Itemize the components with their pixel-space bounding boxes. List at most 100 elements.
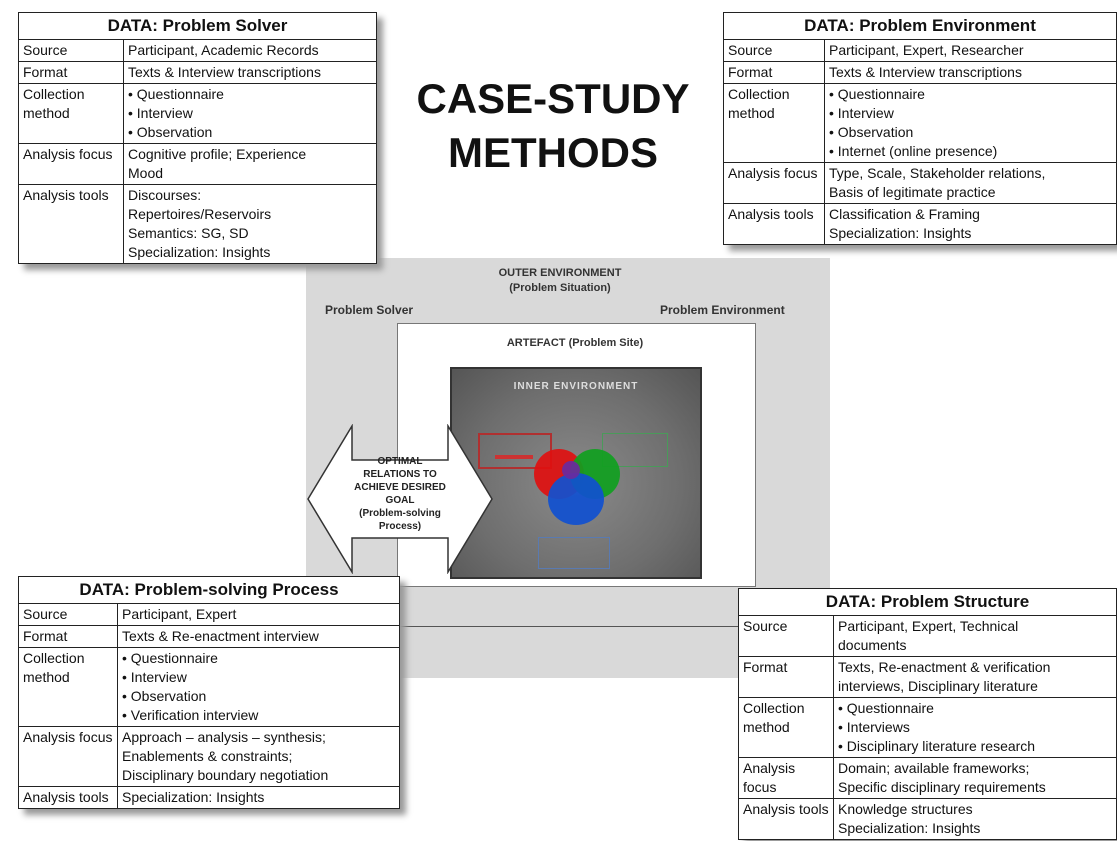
row-value: QuestionnaireInterviewsDisciplinary lite… <box>833 697 1116 758</box>
bullet-item: Internet (online presence) <box>829 142 1112 161</box>
bullet-item: Interviews <box>838 718 1112 737</box>
connector-line-left <box>398 626 743 627</box>
value-line: Specialization: Insights <box>838 820 981 836</box>
row-value: Texts & Re-enactment interview <box>117 625 399 648</box>
problem-solver-label: Problem Solver <box>325 303 414 317</box>
problem-environment-label: Problem Environment <box>660 303 785 317</box>
table-row: Collection methodQuestionnaireInterviewO… <box>19 83 376 144</box>
row-key: Collection method <box>19 83 124 144</box>
row-key: Analysis focus <box>19 143 124 185</box>
row-key: Analysis focus <box>739 757 834 799</box>
bullet-item: Questionnaire <box>128 85 372 104</box>
value-line: Cognitive profile; Experience <box>128 146 307 162</box>
value-line: Classification & Framing <box>829 206 980 222</box>
row-key: Collection method <box>724 83 825 163</box>
double-arrow-icon <box>307 424 493 574</box>
overlap-circle <box>562 461 580 479</box>
row-key: Format <box>739 656 834 698</box>
bullet-item: Questionnaire <box>838 699 1112 718</box>
value-line: Repertoires/Reservoirs <box>128 206 272 222</box>
value-line: Mood <box>128 165 164 181</box>
value-line: Participant, Expert, Technical <box>838 618 1019 634</box>
bullet-item: Observation <box>829 123 1112 142</box>
row-key: Analysis tools <box>739 798 834 839</box>
value-line: Discourses: <box>128 187 202 203</box>
artefact-label: ARTEFACT (Problem Site) <box>506 337 644 349</box>
value-line: Texts & Re-enactment interview <box>122 628 319 644</box>
value-line: Enablements & constraints; <box>122 748 293 764</box>
row-key: Source <box>19 604 118 626</box>
row-key: Analysis focus <box>19 726 118 787</box>
value-line: Semantics: SG, SD <box>128 225 249 241</box>
title-line-1: CASE-STUDY <box>416 75 690 122</box>
value-line: Knowledge structures <box>838 801 973 817</box>
row-value: Type, Scale, Stakeholder relations, Basis… <box>824 162 1116 204</box>
row-key: Analysis tools <box>19 184 124 263</box>
bullet-item: Observation <box>122 687 395 706</box>
row-key: Analysis tools <box>19 786 118 808</box>
arrow-text-line: ACHIEVE DESIRED <box>354 482 446 493</box>
arrow-text-line: RELATIONS TO <box>363 469 437 480</box>
value-line: Texts & Interview transcriptions <box>128 64 321 80</box>
value-line: Participant, Expert, Researcher <box>829 42 1024 58</box>
arrow-text-line: (Problem-solving <box>359 508 441 519</box>
table-title: DATA: Problem Environment <box>724 13 1116 40</box>
inner-environment-image: INNER ENVIRONMENT <box>450 367 702 579</box>
row-key: Source <box>739 616 834 657</box>
value-line: Type, Scale, Stakeholder relations, <box>829 165 1046 181</box>
value-line: Participant, Academic Records <box>128 42 319 58</box>
value-line: Specialization: Insights <box>122 789 265 805</box>
row-key: Source <box>724 40 825 62</box>
title-line-2: METHODS <box>448 129 658 176</box>
row-value: Texts & Interview transcriptions <box>123 61 376 84</box>
arrow-text-line: Process) <box>378 521 422 532</box>
inner-blue-box <box>538 537 610 569</box>
value-line: Texts & Interview transcriptions <box>829 64 1022 80</box>
row-value: Participant, Expert <box>118 604 400 626</box>
table-row: Collection methodQuestionnaireInterviewO… <box>19 647 399 727</box>
bullet-item: Interview <box>128 104 372 123</box>
bullet-item: Interview <box>122 668 395 687</box>
value-line: Basis of legitimate practice <box>829 184 996 200</box>
outer-environment-sublabel: (Problem Situation) <box>509 282 611 294</box>
row-value: Texts & Interview transcriptions <box>824 61 1116 84</box>
row-value: Domain; available frameworks;Specific di… <box>833 757 1116 799</box>
value-line: documents <box>838 637 907 653</box>
bullet-item: Questionnaire <box>829 85 1112 104</box>
table-title: DATA: Problem Solver <box>19 13 376 40</box>
value-line: Texts, Re-enactment & verification <box>838 659 1051 675</box>
row-value: Participant, Expert, Researcher <box>825 40 1117 62</box>
row-key: Format <box>19 61 124 84</box>
row-value: Participant, Academic Records <box>124 40 377 62</box>
table-title: DATA: Problem Structure <box>739 589 1116 616</box>
page-title: CASE-STUDY METHODS <box>388 72 718 180</box>
value-line: Participant, Expert <box>122 606 237 622</box>
row-key: Analysis tools <box>724 203 825 244</box>
row-key: Source <box>19 40 124 62</box>
value-line: Specialization: Insights <box>128 244 271 260</box>
value-line: Domain; available frameworks; <box>838 760 1030 776</box>
table-title: DATA: Problem-solving Process <box>19 577 399 604</box>
row-key: Analysis focus <box>724 162 825 204</box>
